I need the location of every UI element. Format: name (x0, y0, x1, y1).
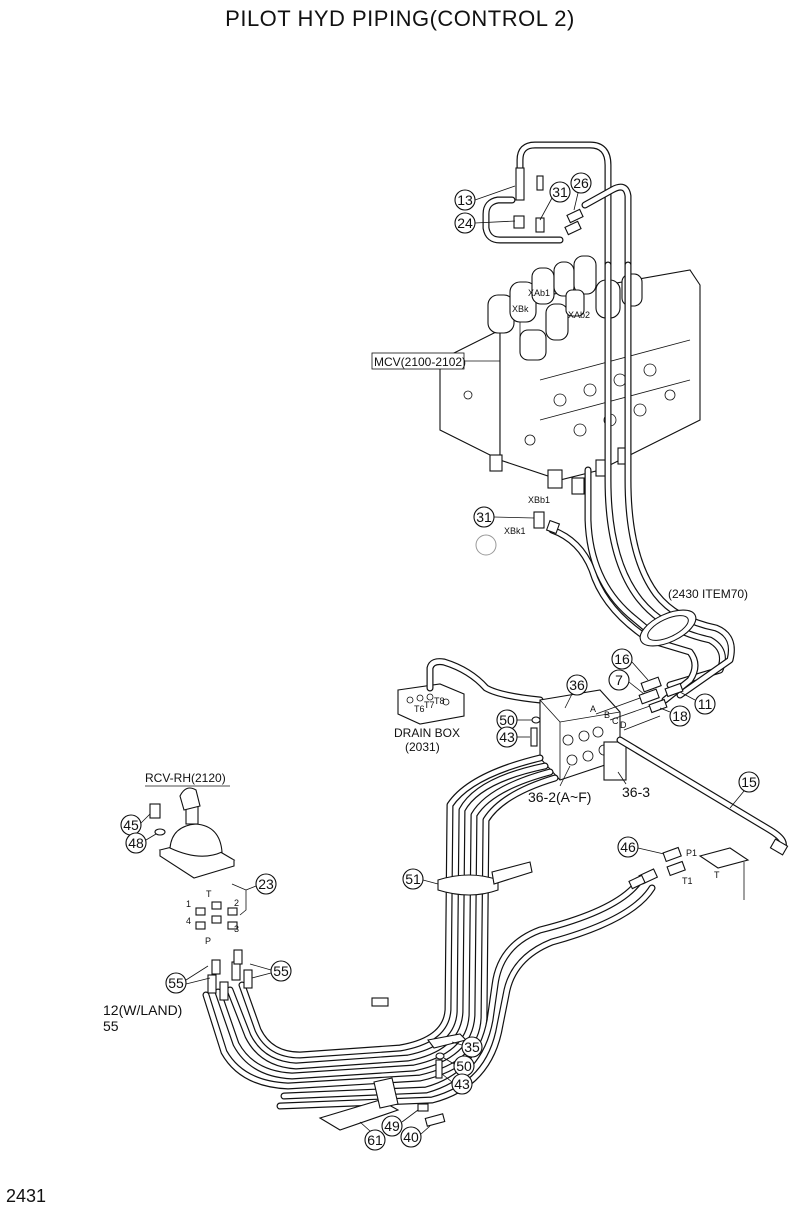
port-xab2-label: XAb2 (568, 310, 590, 320)
callout-50-lower: 50 (456, 1058, 472, 1074)
callout-18: 18 (672, 708, 688, 724)
drain-box-ref-label: (2031) (405, 740, 440, 754)
row-label-2: 2 (234, 898, 239, 908)
lower-hose-bundle (202, 754, 656, 1110)
pilot-block-36: A B C D (539, 689, 661, 781)
callout-16: 16 (614, 651, 630, 667)
brackets-bottom (318, 997, 468, 1131)
fitting-31-lower: XBb1 XBk1 (475, 495, 561, 556)
callout-50-top: 50 (499, 712, 515, 728)
item70-label: (2430 ITEM70) (668, 587, 748, 601)
mcv-label: MCV(2100-2102) (374, 355, 466, 369)
port-c-label: C (612, 716, 619, 726)
callout-55-left: 55 (168, 975, 184, 991)
row-label-1: 1 (186, 899, 191, 909)
rcv-label: RCV-RH(2120) (145, 771, 226, 785)
callout-13: 13 (457, 192, 473, 208)
drain-box: T6 T7 T8 DRAIN BOX (2031) (394, 658, 544, 754)
callout-26: 26 (573, 175, 589, 191)
callout-51: 51 (405, 871, 421, 887)
fittings-16-7-11-18 (638, 676, 684, 714)
port-t1-label: T1 (682, 876, 693, 886)
row-label-3: 3 (234, 924, 239, 934)
main-hoses (548, 261, 735, 704)
port-d-label: D (620, 720, 627, 730)
callout-46: 46 (620, 839, 636, 855)
callout-36-3: 36-3 (622, 784, 650, 800)
port-p1-label: P1 (686, 848, 697, 858)
callout-36-2: 36-2(A~F) (528, 789, 591, 805)
callout-31-top: 31 (552, 184, 568, 200)
callouts: 13 24 31 26 31 16 7 11 18 36 50 43 (120, 172, 760, 1151)
row-label-p: P (205, 936, 211, 946)
rcv-joystick (149, 787, 236, 879)
mcv-valve-body: XBk XAb1 XAb2 (439, 255, 701, 495)
callout-45: 45 (123, 817, 139, 833)
callout-40: 40 (403, 1129, 419, 1145)
port-t6-label: T6 (414, 704, 425, 714)
port-t8-label: T8 (434, 696, 445, 706)
land-label: 12(W/LAND) (103, 1002, 182, 1018)
callout-55-right: 55 (273, 963, 289, 979)
row-label-4: 4 (186, 916, 191, 926)
drain-box-label: DRAIN BOX (394, 726, 460, 740)
callout-43-lower: 43 (454, 1076, 470, 1092)
callout-49: 49 (384, 1118, 400, 1134)
port-a-label: A (590, 704, 596, 714)
fittings-46: P1 T1 T (628, 846, 750, 900)
page-number: 2431 (6, 1186, 47, 1206)
callout-7: 7 (615, 672, 623, 688)
component-labels: MCV(2100-2102) (2430 ITEM70) RCV-RH(2120… (103, 352, 748, 1034)
callout-36: 36 (569, 677, 585, 693)
callout-43-top: 43 (499, 729, 515, 745)
top-hose-loop (482, 141, 632, 274)
hose-15 (616, 736, 789, 856)
orings-23: T 1 2 4 3 P (186, 883, 247, 946)
page-title: PILOT HYD PIPING(CONTROL 2) (225, 6, 575, 31)
callout-31-lower: 31 (476, 509, 492, 525)
port-xab1-label: XAb1 (528, 288, 550, 298)
port-t-label: T (714, 870, 720, 880)
callout-61: 61 (367, 1132, 383, 1148)
row-label-t: T (206, 889, 212, 899)
callout-24: 24 (457, 215, 473, 231)
callout-15: 15 (741, 774, 757, 790)
port-t7-label: T7 (424, 700, 435, 710)
callout-11: 11 (698, 696, 713, 712)
land-sub-label: 55 (103, 1018, 119, 1034)
port-b-label: B (604, 710, 610, 720)
port-xbk-label: XBk (512, 304, 529, 314)
callout-48: 48 (128, 835, 144, 851)
port-xbk1-label: XBk1 (504, 526, 526, 536)
callout-35: 35 (464, 1039, 480, 1055)
callout-23: 23 (258, 876, 274, 892)
port-xbb1-label: XBb1 (528, 495, 550, 505)
